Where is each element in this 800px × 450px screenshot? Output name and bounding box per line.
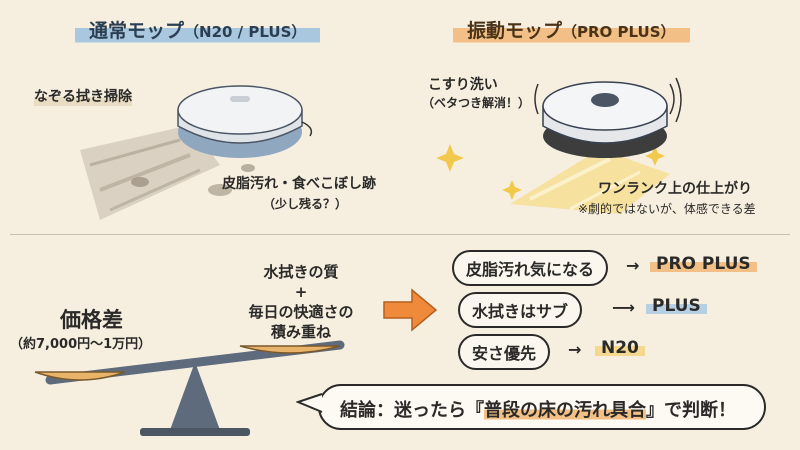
scale-pan-left bbox=[34, 371, 126, 381]
right-note-bottom-1: ワンランク上の仕上がり bbox=[598, 181, 752, 197]
right-note-top-1: こすり洗い bbox=[428, 77, 498, 93]
choice-result-3: N20 bbox=[595, 338, 645, 358]
choice-pill-3: 安さ優先 bbox=[458, 334, 551, 370]
right-note-top-2: （ベタつき解消！） bbox=[422, 96, 531, 110]
choice-arrow-2: ⟶ bbox=[612, 298, 635, 317]
value-line-2: 毎日の快適さの bbox=[248, 303, 354, 321]
left-title: 通常モップ（N20 / PLUS） bbox=[75, 14, 321, 45]
stain-3 bbox=[241, 164, 255, 172]
sparkle-icon bbox=[502, 180, 522, 200]
left-title-sub: （N20 / PLUS） bbox=[184, 23, 307, 41]
right-title-sub: （PRO PLUS） bbox=[562, 23, 676, 41]
dirt-trail bbox=[80, 125, 220, 220]
vibrating-robot-illustration bbox=[436, 77, 682, 214]
conclusion-highlight: 普段の床の汚れ具合 bbox=[484, 400, 646, 421]
right-note-bottom-2: ※劇的ではないが、体感できる差 bbox=[578, 202, 756, 216]
vibration-line-right bbox=[669, 83, 675, 115]
shine-trail bbox=[510, 149, 670, 214]
bubble-tail bbox=[296, 393, 323, 413]
stain-2 bbox=[208, 184, 232, 196]
value-label: 水拭きの質 + 毎日の快適さの 積み重ね bbox=[226, 262, 376, 342]
scale-fulcrum bbox=[170, 362, 220, 430]
choice-result-1: PRO PLUS bbox=[650, 254, 757, 274]
sparkle-icon bbox=[436, 144, 464, 172]
normal-robot-illustration bbox=[80, 85, 313, 220]
choice-result-2: PLUS bbox=[646, 296, 707, 316]
vibration-line-right-2 bbox=[675, 77, 682, 123]
value-line-1: 水拭きの質 bbox=[263, 263, 339, 281]
right-arrow-icon bbox=[383, 288, 438, 332]
choice-pill-1: 皮脂汚れ気になる bbox=[452, 250, 609, 286]
left-note-bottom-2: （少し残る？） bbox=[263, 197, 348, 211]
conclusion-text: 結論：迷ったら『普段の床の汚れ具合』で判断！ bbox=[340, 396, 736, 422]
left-title-main: 通常モップ bbox=[89, 20, 185, 42]
conclusion-suffix: 』で判断！ bbox=[646, 400, 736, 421]
choice-arrow-1: → bbox=[626, 256, 640, 275]
right-title: 振動モップ（PRO PLUS） bbox=[453, 14, 690, 45]
shine-stroke-2 bbox=[569, 170, 641, 211]
trail-stroke-1 bbox=[89, 138, 181, 167]
price-label: 価格差 bbox=[60, 308, 123, 332]
vibration-line-left bbox=[534, 83, 539, 115]
balance-scale bbox=[34, 340, 345, 436]
left-note-top: なぞる拭き掃除 bbox=[34, 86, 132, 106]
right-title-main: 振動モップ bbox=[467, 20, 563, 42]
choice-arrow-3: → bbox=[568, 340, 582, 359]
trail-stroke-3 bbox=[109, 168, 201, 212]
robot-body-top bbox=[177, 85, 303, 135]
value-plus: + bbox=[294, 283, 308, 301]
choice-pill-2: 水拭きはサブ bbox=[458, 292, 583, 328]
stain-1 bbox=[131, 177, 149, 187]
left-note-bottom-1: 皮脂汚れ・食べこぼし跡 bbox=[222, 176, 376, 192]
sparkle-icon bbox=[645, 146, 665, 166]
scale-base bbox=[140, 428, 250, 436]
shine-stroke-1 bbox=[529, 157, 611, 201]
robot-lidar bbox=[591, 93, 619, 107]
price-sub: （約7,000円〜1万円） bbox=[10, 337, 152, 352]
section-divider bbox=[10, 234, 790, 235]
scale-pan-right bbox=[239, 345, 341, 354]
robot-button bbox=[230, 96, 250, 102]
value-line-3: 積み重ね bbox=[270, 323, 331, 341]
trail-stroke-2 bbox=[99, 153, 191, 192]
conclusion-prefix: 結論：迷ったら『 bbox=[340, 400, 484, 421]
robot-cable bbox=[301, 121, 313, 137]
